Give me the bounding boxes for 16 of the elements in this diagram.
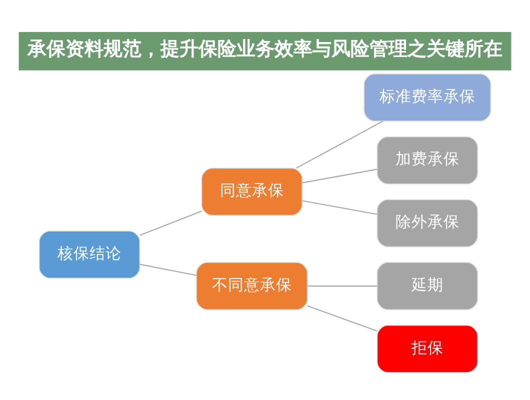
node-box: 延期	[376, 262, 478, 310]
node-box: 拒保	[376, 324, 478, 372]
node-box: 除外承保	[376, 198, 478, 247]
connector	[296, 120, 384, 168]
connector	[302, 200, 377, 214]
node-box: 核保结论	[38, 230, 140, 278]
diagram-title: 承保资料规范，提升保险业务效率与风险管理之关键所在	[28, 36, 503, 60]
connector	[140, 263, 196, 276]
node-box: 加费承保	[376, 136, 478, 184]
connector	[302, 168, 377, 183]
connector	[308, 285, 378, 286]
connector	[307, 304, 378, 332]
node-box: 标准费率承保	[364, 72, 492, 121]
node-box: 同意承保	[201, 167, 303, 216]
node-box: 不同意承保	[196, 262, 308, 310]
connector	[140, 210, 202, 236]
